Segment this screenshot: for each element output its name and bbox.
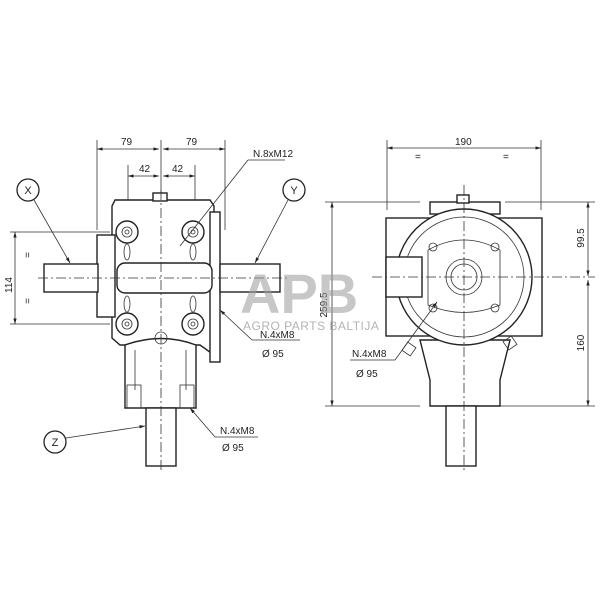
- label-x: [16, 178, 40, 202]
- equal-mark: =: [21, 252, 32, 258]
- callout-right-dia: Ø 95: [356, 369, 378, 380]
- svg-text:Y: Y: [290, 185, 298, 197]
- label-z: [43, 430, 67, 454]
- equal-mark: =: [415, 152, 421, 163]
- dim-259-5: 259.5: [319, 292, 330, 317]
- dim-42-right: 42: [172, 164, 184, 175]
- callout-top-bolts: N.8xM12: [253, 149, 293, 160]
- svg-text:Z: Z: [52, 437, 59, 449]
- watermark-logo: APB: [240, 262, 358, 325]
- equal-mark: =: [503, 152, 509, 163]
- svg-text:X: X: [24, 185, 32, 197]
- watermark-company: AGRO PARTS BALTIJA: [243, 319, 379, 333]
- label-y: [282, 178, 306, 202]
- callout-right-thread: N.4xM8: [352, 349, 387, 360]
- bolt-icon: [115, 220, 205, 345]
- callout-side-thread: N.4xM8: [260, 330, 295, 341]
- dim-190: 190: [455, 137, 472, 148]
- callout-bottom-thread: N.4xM8: [220, 426, 255, 437]
- dim-79-left: 79: [121, 137, 133, 148]
- dim-42-left: 42: [139, 164, 151, 175]
- left-view: 79 79 42 42 114 = =: [4, 137, 306, 470]
- callout-side-dia: Ø 95: [262, 349, 284, 360]
- dim-114: 114: [4, 277, 15, 293]
- right-view: 190 = = 259.5 99.5 160: [319, 137, 595, 470]
- dim-99-5: 99.5: [576, 228, 587, 248]
- callout-bottom-dia: Ø 95: [222, 443, 244, 454]
- watermark: APB AGRO PARTS BALTIJA: [240, 262, 379, 333]
- dim-79-right: 79: [186, 137, 198, 148]
- equal-mark: =: [21, 298, 32, 304]
- dim-160: 160: [576, 334, 587, 351]
